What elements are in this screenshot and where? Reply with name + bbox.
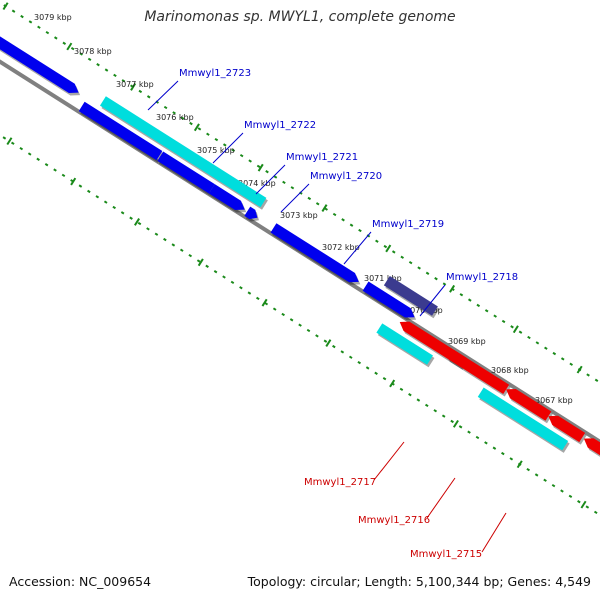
gene-label-forward[interactable]: Mmwyl1_2720: [310, 171, 382, 182]
gene-label-forward[interactable]: Mmwyl1_2718: [446, 272, 518, 283]
reverse-feature-2715: [548, 415, 586, 443]
scale-label: 3074 kbp: [238, 179, 276, 188]
reverse-feature-2716b: [506, 389, 552, 421]
forward-feature-2724: [0, 36, 79, 93]
rna-feature-2723: [99, 96, 267, 208]
gene-label-forward[interactable]: Mmwyl1_2723: [179, 68, 251, 79]
forward-feature-2718: [362, 281, 415, 318]
tick-row-inner: [2, 136, 598, 515]
scale-label: 3077 kbp: [116, 80, 154, 89]
gene-label-connector: [147, 80, 179, 111]
scale-label: 3072 kbp: [322, 243, 360, 252]
rna-feature-2715: [477, 387, 569, 451]
gene-label-connector: [343, 231, 372, 265]
gene-label-connector: [481, 512, 507, 553]
genome-stats-text: Topology: circular; Length: 5,100,344 bp…: [247, 574, 591, 589]
gene-label-forward[interactable]: Mmwyl1_2722: [244, 120, 316, 131]
gene-labels: Mmwyl1_2723Mmwyl1_2722Mmwyl1_2721Mmwyl1_…: [147, 68, 518, 560]
forward-feature-2721: [208, 184, 245, 211]
scale-label: 3071 kbp: [364, 274, 402, 283]
gene-label-connector: [212, 132, 244, 164]
scale-label: 3069 kbp: [448, 337, 486, 346]
gene-label-connector: [426, 477, 456, 519]
scale-label: 3079 kbp: [34, 13, 72, 22]
gene-label-connector: [419, 284, 446, 317]
rna-feature-2717: [376, 323, 433, 365]
gene-label-reverse[interactable]: Mmwyl1_2715: [410, 549, 482, 560]
gene-label-connector: [280, 183, 310, 213]
other-feature-2718: [383, 276, 438, 316]
forward-feature-2720: [244, 206, 258, 220]
scale-label: 3075 kbp: [197, 146, 235, 155]
gene-label-forward[interactable]: Mmwyl1_2719: [372, 219, 444, 230]
forward-feature-2719: [270, 223, 359, 283]
forward-feature-2722: [157, 151, 215, 194]
accession-text: Accession: NC_009654: [9, 574, 152, 589]
gene-label-connector: [373, 441, 405, 481]
scale-label: 3068 kbp: [491, 366, 529, 375]
forward-feature-2723: [78, 101, 163, 161]
scale-label: 3073 kbp: [280, 211, 318, 220]
scale-label: 3067 kbp: [535, 396, 573, 405]
gene-label-forward[interactable]: Mmwyl1_2721: [286, 152, 358, 163]
map-title: Marinomonas sp. MWYL1, complete genome: [144, 9, 456, 25]
gene-label-reverse[interactable]: Mmwyl1_2717: [304, 477, 376, 488]
gene-label-reverse[interactable]: Mmwyl1_2716: [358, 515, 430, 526]
reverse-feature-2716a: [444, 349, 510, 395]
gene-label-connector: [255, 164, 286, 195]
scale-label: 3076 kbp: [156, 113, 194, 122]
genome-backbone: [0, 59, 600, 445]
scale-label: 3078 kbp: [74, 47, 112, 56]
reverse-feature-2714: [583, 438, 600, 456]
